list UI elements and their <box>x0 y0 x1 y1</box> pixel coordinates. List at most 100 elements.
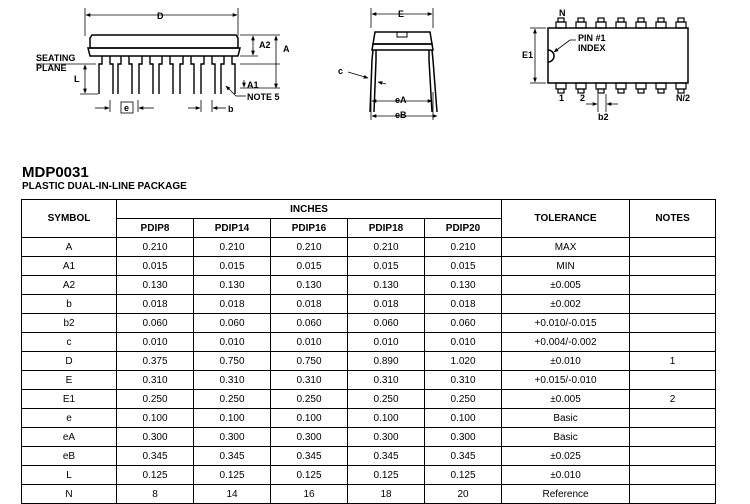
notes-cell <box>629 484 717 504</box>
value-cell: 0.015 <box>423 256 503 276</box>
value-cell: 0.750 <box>193 351 271 371</box>
notes-cell <box>629 332 717 352</box>
tolerance-cell: ±0.010 <box>501 351 631 371</box>
value-cell: 0.250 <box>270 389 348 409</box>
tolerance-cell: ±0.010 <box>501 465 631 485</box>
value-cell: 0.345 <box>116 446 194 466</box>
value-cell: 0.060 <box>270 313 348 333</box>
side-view <box>36 8 280 112</box>
tolerance-cell: Basic <box>501 427 631 447</box>
value-cell: 0.060 <box>193 313 271 333</box>
value-cell: 18 <box>347 484 425 504</box>
symbol-cell: A2 <box>21 275 117 295</box>
value-cell: 0.015 <box>116 256 194 276</box>
dimension-table: SYMBOL INCHES TOLERANCE NOTES PDIP8 PDIP… <box>21 199 717 504</box>
value-cell: 0.060 <box>347 313 425 333</box>
value-cell: 0.310 <box>193 370 271 390</box>
label-l: L <box>74 74 80 84</box>
value-cell: 0.015 <box>347 256 425 276</box>
value-cell: 0.130 <box>423 275 503 295</box>
tolerance-cell: +0.015/-0.010 <box>501 370 631 390</box>
value-cell: 0.018 <box>347 294 425 314</box>
notes-cell <box>629 427 717 447</box>
value-cell: 0.310 <box>423 370 503 390</box>
label-d: D <box>157 11 164 21</box>
notes-cell <box>629 313 717 333</box>
col-header: PDIP18 <box>347 218 425 238</box>
value-cell: 0.010 <box>116 332 194 352</box>
value-cell: 0.250 <box>423 389 503 409</box>
symbol-cell: e <box>21 408 117 428</box>
value-cell: 0.125 <box>193 465 271 485</box>
value-cell: 0.018 <box>116 294 194 314</box>
notes-cell <box>629 256 717 276</box>
value-cell: 0.010 <box>193 332 271 352</box>
value-cell: 0.345 <box>270 446 348 466</box>
value-cell: 0.300 <box>270 427 348 447</box>
symbol-cell: L <box>21 465 117 485</box>
tolerance-cell: MAX <box>501 237 631 257</box>
label-ea: eA <box>395 95 407 105</box>
label-c: c <box>338 66 343 76</box>
value-cell: 0.125 <box>270 465 348 485</box>
value-cell: 20 <box>423 484 503 504</box>
value-cell: 0.300 <box>193 427 271 447</box>
tolerance-cell: ±0.005 <box>501 275 631 295</box>
value-cell: 0.018 <box>423 294 503 314</box>
tolerance-cell: ±0.025 <box>501 446 631 466</box>
value-cell: 0.018 <box>270 294 348 314</box>
top-view <box>530 17 689 112</box>
value-cell: 1.020 <box>423 351 503 371</box>
value-cell: 0.345 <box>347 446 425 466</box>
value-cell: 0.210 <box>270 237 348 257</box>
tolerance-cell: Reference <box>501 484 631 504</box>
label-seating: SEATING <box>36 53 75 63</box>
inches-header: INCHES <box>115 199 503 219</box>
symbol-cell: c <box>21 332 117 352</box>
col-header: PDIP16 <box>270 218 348 238</box>
value-cell: 0.100 <box>193 408 271 428</box>
package-code: MDP0031 <box>22 164 89 181</box>
label-pin1: PIN #1 <box>578 33 606 43</box>
value-cell: 0.750 <box>270 351 348 371</box>
value-cell: 0.250 <box>116 389 194 409</box>
label-e-width: E <box>398 9 404 19</box>
notes-cell <box>629 275 717 295</box>
value-cell: 0.345 <box>193 446 271 466</box>
symbol-cell: A <box>21 237 117 257</box>
label-plane: PLANE <box>36 63 67 73</box>
symbol-cell: E <box>21 370 117 390</box>
label-index: INDEX <box>578 43 606 53</box>
symbol-cell: A1 <box>21 256 117 276</box>
value-cell: 0.100 <box>423 408 503 428</box>
label-pin-2: 2 <box>580 93 585 103</box>
value-cell: 0.130 <box>270 275 348 295</box>
value-cell: 0.210 <box>116 237 194 257</box>
value-cell: 0.890 <box>347 351 425 371</box>
value-cell: 0.125 <box>347 465 425 485</box>
symbol-header: SYMBOL <box>21 199 117 238</box>
label-a2: A2 <box>259 40 271 50</box>
package-drawing: D A2 A SEATING PLANE L A1 NOTE 5 e b E c… <box>0 0 750 165</box>
value-cell: 0.210 <box>193 237 271 257</box>
symbol-cell: eA <box>21 427 117 447</box>
col-header: PDIP8 <box>116 218 194 238</box>
value-cell: 0.015 <box>270 256 348 276</box>
value-cell: 0.060 <box>423 313 503 333</box>
value-cell: 0.125 <box>423 465 503 485</box>
value-cell: 0.300 <box>347 427 425 447</box>
label-eb: eB <box>395 110 407 120</box>
notes-cell: 1 <box>629 351 717 371</box>
symbol-cell: D <box>21 351 117 371</box>
